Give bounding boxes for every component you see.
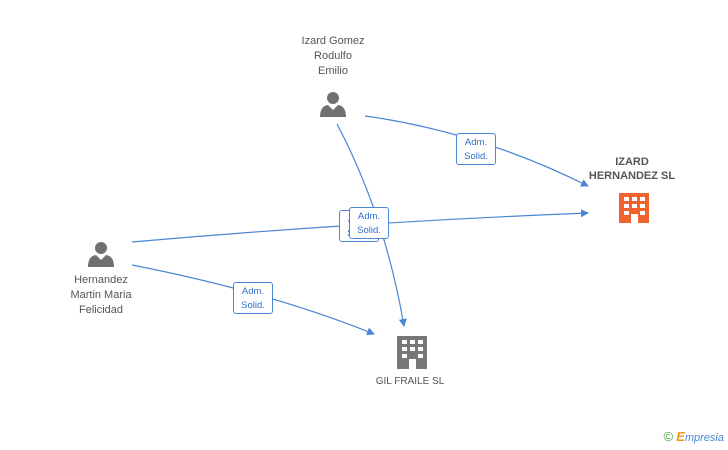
company-label-izard-hernandez[interactable]: IZARD HERNANDEZ SL (588, 156, 676, 182)
person-icon[interactable] (88, 242, 114, 267)
brand-initial: E (676, 429, 685, 444)
building-icon[interactable] (397, 336, 427, 369)
edge-role-badge: Adm. Solid. (349, 207, 389, 239)
person-icon[interactable] (320, 92, 346, 117)
brand-name: mpresia (684, 432, 724, 444)
building-icon[interactable] (619, 193, 649, 223)
person-label-izard-gomez[interactable]: Izard Gomez Rodulfo Emilio (301, 35, 365, 77)
copyright-symbol: © (663, 429, 674, 444)
edge-role-badge: Adm. Solid. (233, 282, 273, 314)
edge-role-badge: Adm. Solid. (456, 133, 496, 165)
empresia-watermark: © Empresia (664, 429, 724, 444)
person-label-hernandez-martin[interactable]: Hernandez Martin Maria Felicidad (70, 274, 132, 316)
company-label-gil-fraile[interactable]: GIL FRAILE SL (375, 376, 445, 387)
